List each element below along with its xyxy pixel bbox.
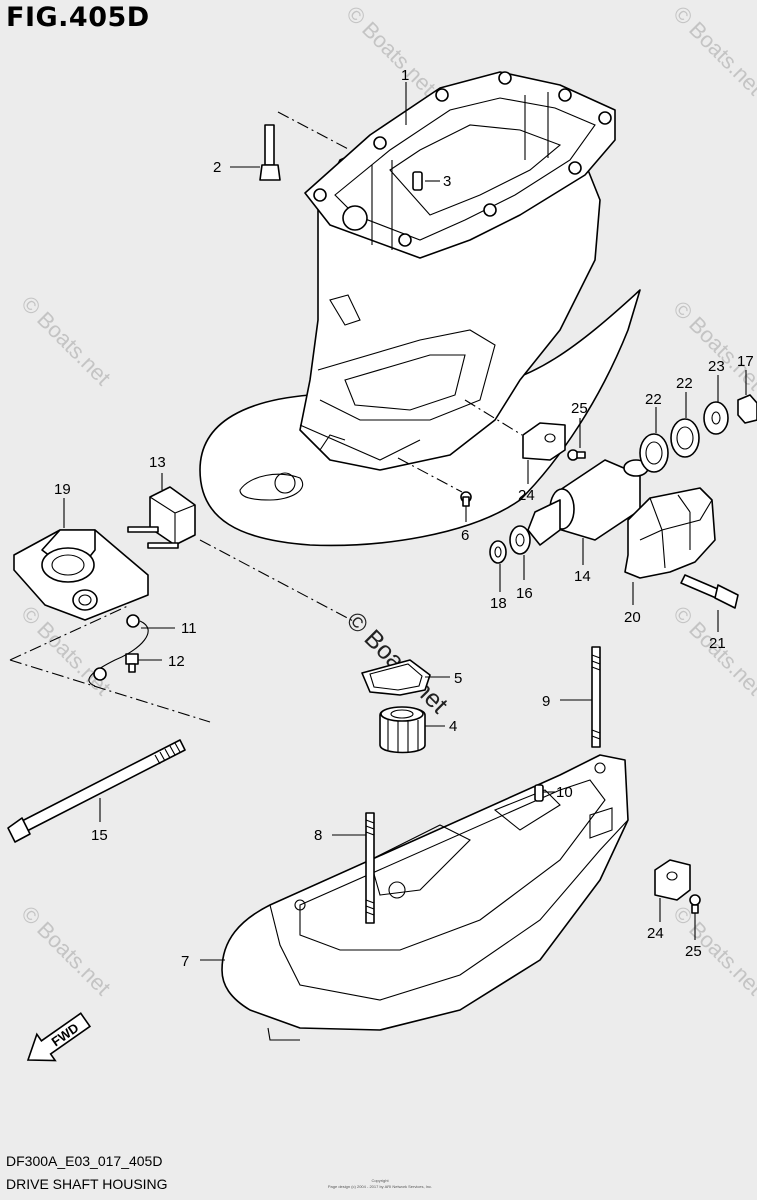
- callout-4: 4: [449, 718, 457, 735]
- rubber-block-part-24a: [522, 422, 566, 461]
- callout-8: 8: [314, 827, 322, 844]
- fwd-arrow-icon: FWD: [26, 1012, 92, 1062]
- watermark: © Boats.net: [668, 1, 757, 100]
- guide-line-6: [397, 457, 463, 493]
- callout-9: 9: [542, 693, 550, 710]
- rubber-mount-part-13: [127, 486, 196, 549]
- washer-part-23: [703, 401, 729, 435]
- watermark: © Boats.net: [668, 901, 757, 1000]
- callout-10: 10: [556, 784, 573, 801]
- callout-5: 5: [454, 670, 462, 687]
- stud-part-9: [591, 646, 601, 748]
- callout-layer: 1 2 3 4 5 6 7 8 9 10 11 12 13 14 15 16 1…: [54, 67, 754, 970]
- washer-part-22a: [639, 433, 669, 473]
- washer-part-18: [489, 540, 507, 564]
- figure-code: DF300A_E03_017_405D: [6, 1153, 163, 1169]
- callout-6: 6: [461, 527, 469, 544]
- callout-3: 3: [443, 173, 451, 190]
- guide-line-24a: [464, 399, 523, 436]
- callout-15: 15: [91, 827, 108, 844]
- washer-part-22b: [670, 418, 700, 458]
- grommet-part-4: [379, 706, 426, 754]
- callout-22b: 22: [676, 375, 693, 392]
- bolt-part-12: [125, 653, 139, 673]
- callout-22a: 22: [645, 391, 662, 408]
- callout-16: 16: [516, 585, 533, 602]
- watermark: © Boats.net: [16, 291, 115, 390]
- callout-14: 14: [574, 568, 591, 585]
- callout-2: 2: [213, 159, 221, 176]
- drive-shaft-housing-part-1: [199, 71, 641, 547]
- watermark-center: © Boats.net: [341, 606, 453, 718]
- rubber-mount-part-14: [527, 459, 649, 546]
- callout-19: 19: [54, 481, 71, 498]
- callout-13: 13: [149, 454, 166, 471]
- clamp-bracket-part-19: [13, 529, 149, 621]
- guide-line-12: [9, 604, 211, 723]
- guide-line-2: [277, 111, 351, 151]
- bolt-part-6: [460, 491, 472, 507]
- nut-part-17: [737, 394, 757, 424]
- callout-1: 1: [401, 67, 409, 84]
- callout-20: 20: [624, 609, 641, 626]
- callout-12: 12: [168, 653, 185, 670]
- copyright-line-1: Copyright: [371, 1178, 389, 1183]
- stud-part-8: [365, 812, 375, 924]
- rubber-block-part-24b: [654, 859, 691, 901]
- callout-7: 7: [181, 953, 189, 970]
- watermark: © Boats.net: [341, 1, 440, 100]
- lower-cover-part-7: [221, 754, 629, 1041]
- callout-24b: 24: [647, 925, 664, 942]
- guide-line-15: [199, 539, 356, 623]
- figure-name: DRIVE SHAFT HOUSING: [6, 1176, 168, 1192]
- watermark: © Boats.net: [16, 901, 115, 1000]
- ground-wire-part-11: [88, 614, 149, 687]
- dowel-pin-part-10: [534, 784, 544, 802]
- callout-24a: 24: [518, 487, 535, 504]
- bolt-part-25b: [689, 894, 701, 914]
- bolt-part-25a: [567, 449, 586, 461]
- long-bolt-part-15: [7, 739, 186, 843]
- callout-17: 17: [737, 353, 754, 370]
- mount-cover-part-20: [624, 487, 716, 579]
- callout-18: 18: [490, 595, 507, 612]
- figure-title: FIG.405D: [6, 2, 150, 33]
- callout-11: 11: [181, 620, 197, 637]
- bolt-part-21: [680, 574, 739, 609]
- washer-part-16: [509, 525, 531, 555]
- callout-21: 21: [709, 635, 726, 652]
- dowel-pin-part-3: [412, 171, 423, 191]
- callout-23: 23: [708, 358, 725, 375]
- copyright-line-2: Page design (c) 2004 - 2017 by ARI Netwo…: [327, 1184, 433, 1189]
- callout-25b: 25: [685, 943, 702, 960]
- callout-25a: 25: [571, 400, 588, 417]
- flange-bolt-part-2: [259, 124, 281, 181]
